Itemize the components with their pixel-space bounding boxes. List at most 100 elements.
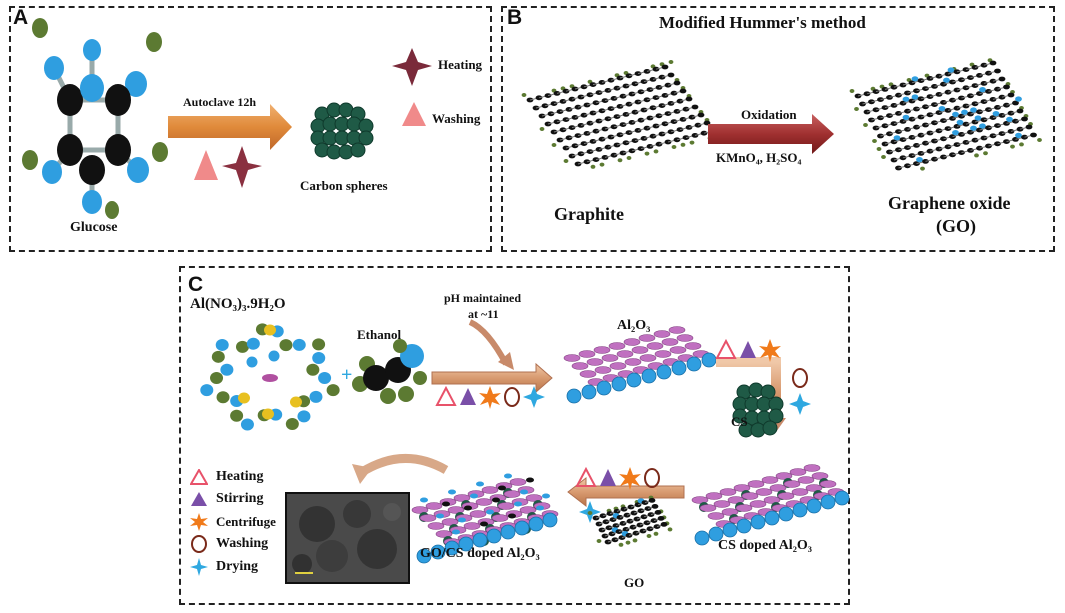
oxygen-atom — [956, 119, 964, 125]
go-atom — [436, 513, 444, 519]
atom — [220, 363, 234, 376]
hydrogen-atom — [563, 159, 569, 163]
alumina-unit — [491, 514, 509, 522]
atom-oxygen — [125, 71, 147, 97]
hydrogen-atom — [667, 527, 673, 532]
oxygen-sphere — [820, 494, 836, 510]
atom — [210, 372, 224, 384]
process-symbols-synthesis — [435, 385, 545, 409]
atom-carbon — [57, 134, 83, 166]
carbon-atom — [598, 136, 606, 142]
hydrogen-atom — [680, 142, 686, 147]
carbon-atom — [922, 140, 929, 146]
glucose-atoms — [22, 18, 168, 219]
alumina-unit — [699, 504, 717, 512]
alumina-unit — [755, 488, 773, 496]
oxygen-sphere — [834, 490, 850, 506]
hydrogen-atom — [671, 145, 677, 149]
carbon-atom — [994, 141, 1001, 147]
carbon-atom — [667, 129, 675, 135]
carbon-atom — [622, 140, 630, 146]
carbon-atom — [989, 60, 997, 66]
carbon-atom — [1003, 84, 1010, 90]
alumina-unit — [705, 492, 723, 500]
alumina-unit — [761, 476, 779, 484]
carbon-atom — [667, 72, 675, 78]
go-atom — [498, 485, 506, 491]
alumina-unit — [691, 496, 709, 504]
ethanol-molecule — [352, 339, 427, 404]
alumina-unit — [653, 330, 671, 338]
carbon-atom — [565, 135, 573, 141]
heating-icon — [575, 466, 597, 487]
hydrogen-atom — [590, 164, 596, 169]
hydrogen-atom — [653, 531, 659, 536]
carbon-atom — [697, 112, 705, 118]
hydrogen-atom — [617, 158, 623, 163]
go-atom — [448, 489, 456, 495]
alumina-unit — [475, 498, 493, 506]
atom — [211, 350, 225, 363]
carbon-atom — [989, 133, 997, 139]
go-atom — [492, 497, 500, 503]
atom-hydrogen — [393, 339, 407, 353]
hydrogen-atom — [881, 155, 886, 159]
alumina-unit — [571, 362, 589, 370]
oxygen-atom — [1006, 116, 1013, 122]
atom-oxygen — [44, 56, 64, 80]
carbon-atom — [967, 129, 974, 135]
oxygen-atom — [961, 109, 968, 115]
cs-doped-alumina-sheet — [691, 464, 850, 546]
oxygen-sphere — [430, 544, 446, 560]
alumina-unit — [763, 496, 781, 504]
centrifuge-icon — [619, 467, 641, 490]
go-atom — [480, 521, 488, 527]
oxygen-sphere — [596, 380, 612, 396]
oxygen-sphere — [486, 528, 502, 544]
alumina-unit — [481, 486, 499, 494]
washing-icon — [644, 468, 660, 488]
carbon-atom — [1016, 108, 1024, 114]
process-symbols-cs-doping — [715, 338, 811, 415]
ph-curved-arrow — [468, 319, 509, 366]
legend-c-heating: Heating — [190, 469, 263, 485]
carbon-atom — [935, 128, 943, 134]
carbon-atom — [976, 145, 983, 151]
carbon-atom — [628, 148, 636, 154]
heating-icon — [715, 338, 737, 359]
hydrogen-atom — [551, 143, 557, 147]
legend-c-heating-label: Heating — [216, 469, 264, 484]
oxygen-sphere — [671, 360, 687, 376]
carbon-atom — [940, 136, 947, 142]
carbon-atom — [679, 88, 687, 94]
oxygen-sphere — [694, 530, 710, 546]
plus-sign: + — [341, 364, 353, 386]
atom-carbon — [105, 134, 131, 166]
oxygen-sphere — [656, 364, 672, 380]
oxygen-atom — [970, 107, 977, 113]
synthesis-arrow — [431, 362, 553, 394]
go-atom — [508, 513, 516, 519]
legend-a-heating: Heating — [438, 57, 483, 72]
atom-hydrogen — [152, 142, 168, 162]
legend-c-stirring: Stirring — [190, 491, 263, 507]
hydrogen-atom — [876, 147, 882, 151]
alumina-unit — [593, 346, 611, 354]
go-cs-doped-alumina-sheet — [411, 473, 559, 564]
atom-hydrogen — [105, 201, 119, 219]
oxygen-atom — [911, 94, 919, 100]
atom-oxygen — [82, 190, 102, 214]
alumina-unit — [594, 366, 612, 374]
alumina-unit — [453, 494, 471, 502]
alumina-unit — [624, 358, 642, 366]
go-doping-arrow — [567, 476, 685, 508]
alumina-unit — [469, 510, 487, 518]
atom-carbon — [105, 84, 131, 116]
atom-oxygen — [83, 39, 101, 61]
alumina-unit — [646, 342, 664, 350]
alumina-unit — [713, 500, 731, 508]
heating-legend-icon — [392, 48, 432, 86]
atom-hydrogen — [380, 388, 396, 404]
go-small-sheet — [587, 495, 673, 547]
atom — [285, 417, 299, 430]
